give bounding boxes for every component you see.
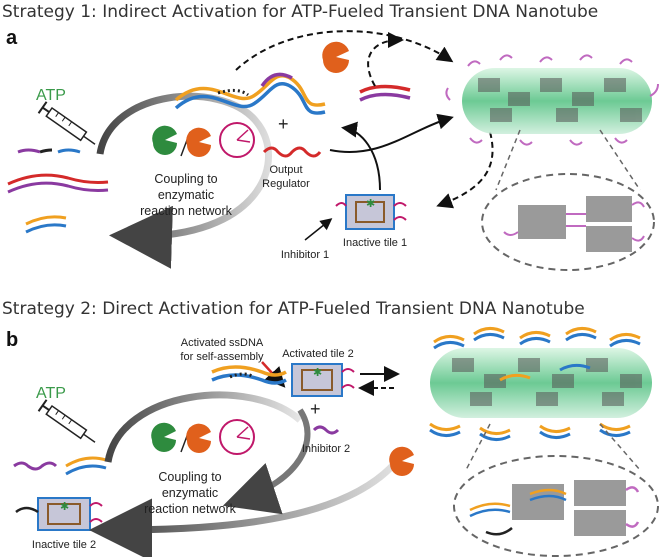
reaction-cycle-arc-b — [104, 391, 303, 463]
zoom-tiles-b — [469, 480, 640, 536]
zoom-ellipse-a — [481, 173, 655, 271]
clock-icon — [219, 122, 255, 158]
enzyme-green-icon — [152, 125, 177, 155]
enzyme-orange-icon-top — [322, 41, 349, 73]
released-duplex-a — [359, 84, 411, 102]
plus-a: + — [278, 114, 289, 134]
atp-label-2: ATP — [36, 385, 66, 402]
coupling-line-3-a: reaction network — [140, 204, 232, 218]
nanotube-icon-b — [429, 327, 652, 441]
dashed-arrow-release-a — [367, 32, 404, 87]
inhibitor-1-pointer — [304, 218, 333, 241]
inactive-tile-2-label: Inactive tile 2 — [32, 539, 96, 551]
enzyme-orange-icon — [186, 127, 211, 157]
dna-strands-left-a — [7, 148, 109, 234]
activated-tile-2-label: Activated tile 2 — [282, 348, 354, 360]
reaction-cycle-arrow-a — [96, 92, 272, 269]
top-duplex-dna-a — [174, 72, 326, 115]
reaction-cycle-return-b — [222, 408, 311, 515]
coupling-line-2-b: enzymatic — [162, 486, 218, 500]
coupling-line-1-b: Coupling to — [158, 470, 221, 484]
dna-strands-left-b — [13, 456, 107, 476]
output-regulator-strand — [262, 146, 322, 158]
inactive-tile-1-label: Inactive tile 1 — [343, 237, 407, 249]
activated-tile-2: ✱ — [291, 363, 355, 397]
solid-arrow-inhibitor-a — [341, 121, 381, 191]
svg-text:✱: ✱ — [366, 198, 375, 210]
zoom-tiles-a — [503, 196, 645, 252]
activated-ssdna-line-2: for self-assembly — [180, 351, 264, 363]
strategy2-title: Strategy 2: Direct Activation for ATP-Fu… — [2, 299, 585, 319]
activated-ssdna-line-1: Activated ssDNA — [181, 337, 264, 349]
enzyme-orange-icon-b2 — [389, 446, 414, 476]
panel-b-label: b — [6, 329, 18, 351]
panel-a-label: a — [6, 27, 18, 49]
activated-ssdna-pointer — [261, 361, 286, 388]
reaction-cycle-arrow-b — [89, 448, 408, 557]
activated-duplex-b — [211, 365, 287, 385]
output-regulator-line-2: Regulator — [262, 178, 310, 190]
inhibitor-1-label: Inhibitor 1 — [281, 249, 329, 261]
dashed-arrow-down-a — [436, 131, 494, 209]
nanotube-icon — [445, 54, 659, 146]
strategy1-title: Strategy 1: Indirect Activation for ATP-… — [2, 2, 598, 22]
plus-b: + — [310, 399, 321, 419]
output-regulator-line-1: Output — [269, 164, 302, 176]
enzyme-green-icon-b — [151, 422, 176, 452]
enzyme-orange-icon-b — [186, 423, 211, 453]
zoom-line-left-a — [495, 129, 521, 191]
zoom-line-right-a — [599, 129, 641, 191]
syringe-icon — [37, 101, 96, 145]
coupling-line-2-a: enzymatic — [158, 188, 214, 202]
inhibitor-2-strand — [312, 425, 340, 435]
atp-label-1: ATP — [36, 87, 66, 104]
svg-text:✱: ✱ — [60, 501, 69, 513]
dashed-arrow-top-a — [235, 30, 454, 71]
solid-arrow-to-tube-a — [329, 113, 454, 153]
zoom-line-right-b — [599, 423, 641, 471]
inhibitor-2-label: Inhibitor 2 — [302, 443, 350, 455]
clock-icon-b — [219, 419, 255, 455]
coupling-line-3-b: reaction network — [144, 502, 236, 516]
syringe-icon-b — [37, 399, 96, 443]
zoom-ellipse-b — [453, 455, 659, 557]
svg-text:✱: ✱ — [313, 367, 322, 379]
inactive-tile-2: ✱ — [15, 497, 103, 531]
inactive-tile-1: ✱ — [335, 194, 407, 230]
coupling-line-1-a: Coupling to — [154, 172, 217, 186]
